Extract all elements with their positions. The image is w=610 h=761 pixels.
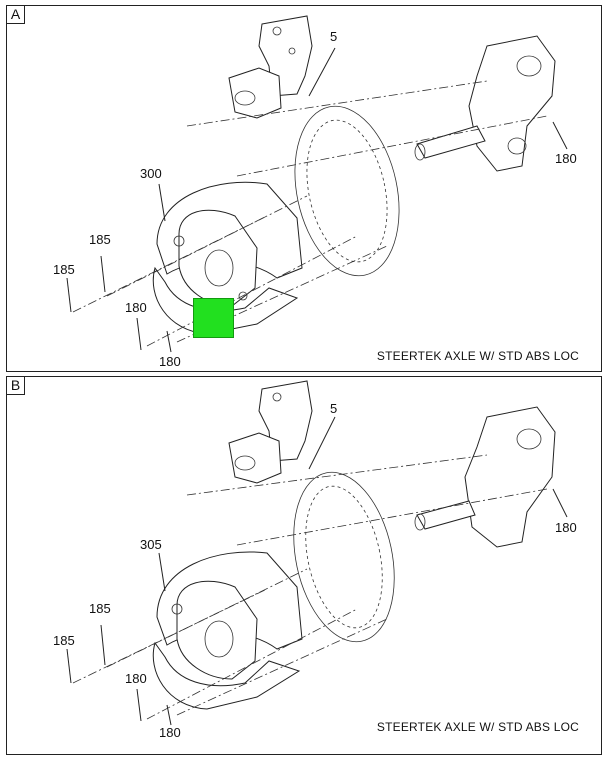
diagram-panel-a: A: [6, 5, 602, 372]
panel-tag: A: [7, 6, 25, 24]
brake-assembly: [152, 181, 303, 335]
leader-line: [66, 648, 72, 684]
dust-shield: [293, 471, 395, 643]
exploded-view-b: 5 180 305 185 185 180 180: [53, 380, 577, 740]
leader-line: [136, 317, 142, 351]
leader-line: [166, 330, 172, 353]
highlight-marker[interactable]: [193, 298, 234, 338]
callout-bracket: 5: [330, 29, 337, 44]
brake-assembly: [152, 551, 303, 710]
steering-knuckle: [414, 35, 556, 172]
callout-bolt-upper: 180: [125, 671, 147, 686]
leader-line: [552, 121, 568, 150]
callout-bolt-lower: 180: [159, 725, 181, 740]
leader-line: [136, 688, 142, 722]
diagram-panel-b: B: [6, 376, 602, 755]
leader-line: [66, 277, 72, 313]
leader-line: [552, 488, 568, 518]
panel-tag: B: [7, 377, 25, 395]
leader-line: [166, 704, 172, 726]
callout-knuckle: 180: [555, 151, 577, 166]
callout-stud-lower: 185: [53, 262, 75, 277]
callout-knuckle: 180: [555, 520, 577, 535]
exploded-view-a: 5 180 300 185 185 180 180: [53, 15, 577, 369]
callout-stud-upper: 185: [89, 601, 111, 616]
leader-line: [158, 552, 166, 592]
panel-caption: STEERTEK AXLE W/ STD ABS LOC: [376, 349, 579, 363]
callout-stud-lower: 185: [53, 633, 75, 648]
dust-shield: [294, 105, 400, 277]
mounting-bracket: [228, 380, 313, 484]
leader-line: [100, 624, 106, 666]
callout-brake-assembly: 305: [140, 537, 162, 552]
leader-line: [308, 47, 336, 97]
mounting-bracket: [228, 15, 313, 119]
callout-bolt-lower: 180: [159, 354, 181, 369]
assembly-guide-lines: [72, 454, 548, 720]
callout-bracket: 5: [330, 401, 337, 416]
panel-caption: STEERTEK AXLE W/ STD ABS LOC: [376, 720, 579, 734]
leader-line: [308, 416, 336, 470]
callout-bolt-upper: 180: [125, 300, 147, 315]
callout-stud-upper: 185: [89, 232, 111, 247]
steering-knuckle: [414, 406, 556, 548]
callout-brake-assembly: 300: [140, 166, 162, 181]
leader-line: [158, 183, 166, 222]
leader-line: [100, 255, 106, 293]
